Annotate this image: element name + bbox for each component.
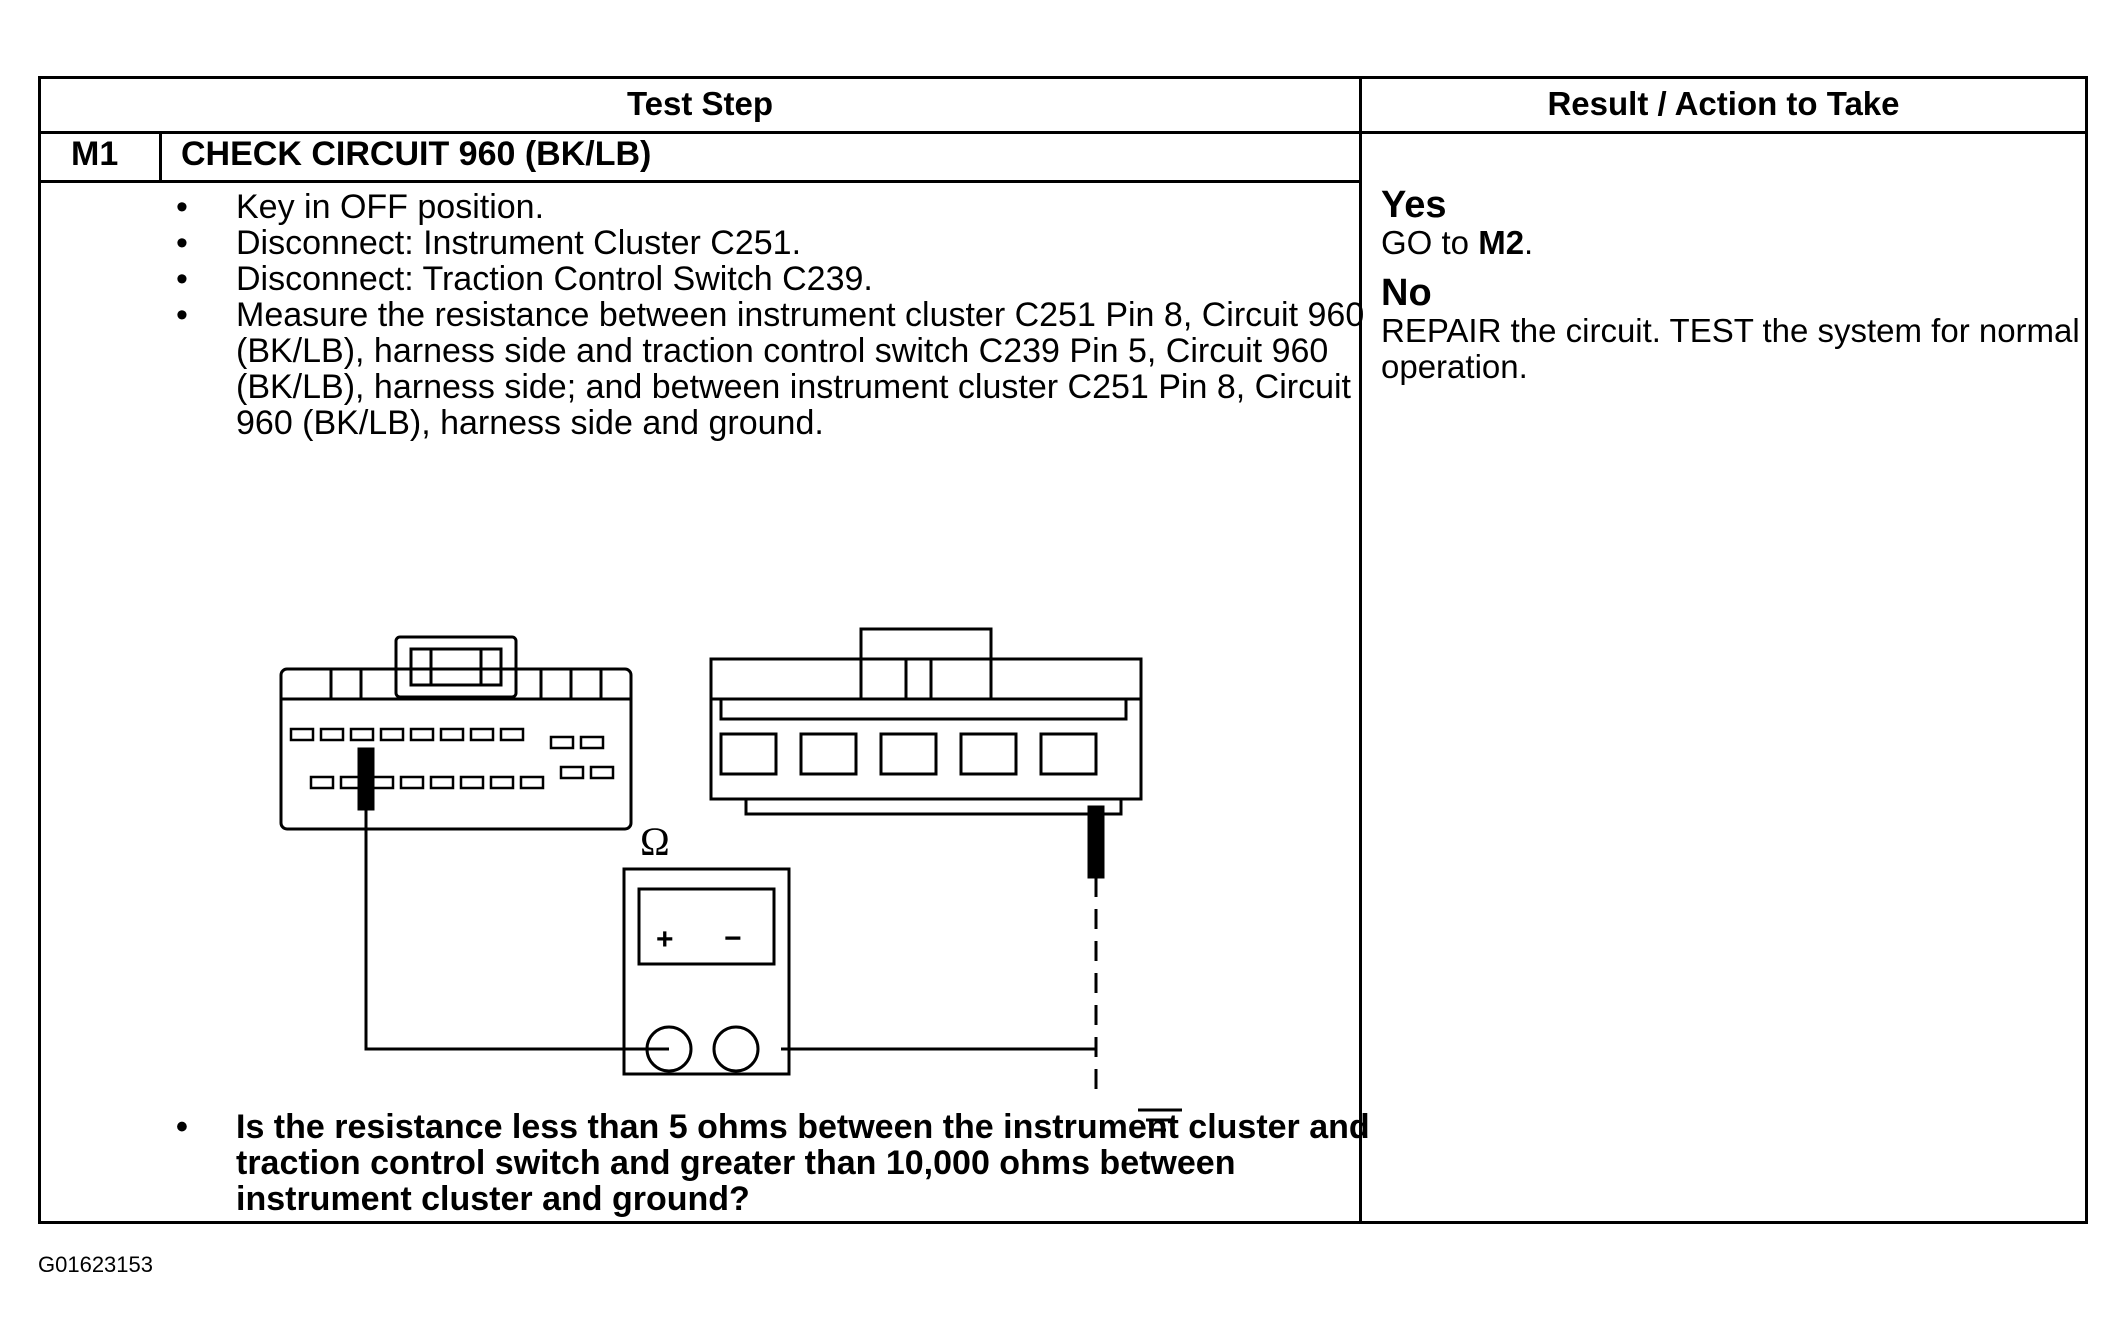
step-row-divider [41,180,1359,183]
positive-lead [364,809,669,1051]
list-item-text: Disconnect: Instrument Cluster C251. [236,224,802,262]
ohmmeter-icon [622,867,791,1076]
header-test-step: Test Step [626,85,774,122]
bullet-icon: • [176,188,188,226]
result-no-label: No [1381,272,1432,314]
negative-probe-icon [1087,805,1105,879]
list-item-text: Disconnect: Traction Control Switch C239… [236,260,873,298]
result-yes-suffix: . [1524,224,1534,261]
result-yes-label: Yes [1381,184,1447,226]
step-id: M1 [71,135,119,173]
test-step-table: Test Step Result / Action to Take M1 CHE… [38,76,2088,1224]
bullet-icon: • [176,1108,188,1146]
result-yes-text: GO to M2. [1381,225,2081,261]
list-item: • Disconnect: Traction Control Switch C23… [176,261,1376,297]
result-yes: Yes GO to M2. [1381,185,2081,261]
switch-connector-icon [709,627,1143,816]
list-item: • Disconnect: Instrument Cluster C251. [176,225,1376,261]
header-divider [41,131,2085,134]
result-yes-target: M2 [1478,224,1525,261]
list-item-text: Key in OFF position. [236,188,545,226]
instruction-list: • Key in OFF position. • Disconnect: Instr… [176,189,1376,441]
step-title: CHECK CIRCUIT 960 (BK/LB) [181,135,652,173]
figure-id: G01623153 [38,1252,153,1277]
circuit-diagram [279,627,1143,1089]
plus-terminal-label: + [656,923,674,956]
bullet-icon: • [176,224,188,262]
question-text: Is the resistance less than 5 ohms betwe… [236,1108,1370,1218]
list-item: • Key in OFF position. [176,189,1376,225]
results-panel: Yes GO to M2. No REPAIR the circuit. TES… [1381,185,2081,397]
positive-probe-icon [357,747,375,811]
test-question: • Is the resistance less than 5 ohms bet… [176,1109,1376,1217]
header-result-action: Result / Action to Take [1547,85,1900,122]
result-no-text: REPAIR the circuit. TEST the system for … [1381,312,2080,385]
result-no: No REPAIR the circuit. TEST the system f… [1381,273,2081,385]
list-item-text: Measure the resistance between instrumen… [236,296,1365,442]
list-item: • Measure the resistance between instrume… [176,297,1376,441]
step-id-divider [159,131,162,181]
cluster-connector-icon [279,635,633,831]
result-yes-prefix: GO to [1381,224,1479,261]
ground-icon [1138,1108,1182,1132]
column-divider [1359,79,1362,1221]
bullet-icon: • [176,260,188,298]
bullet-icon: • [176,296,188,334]
minus-terminal-label: − [724,922,742,955]
ohm-symbol: Ω [640,819,670,864]
